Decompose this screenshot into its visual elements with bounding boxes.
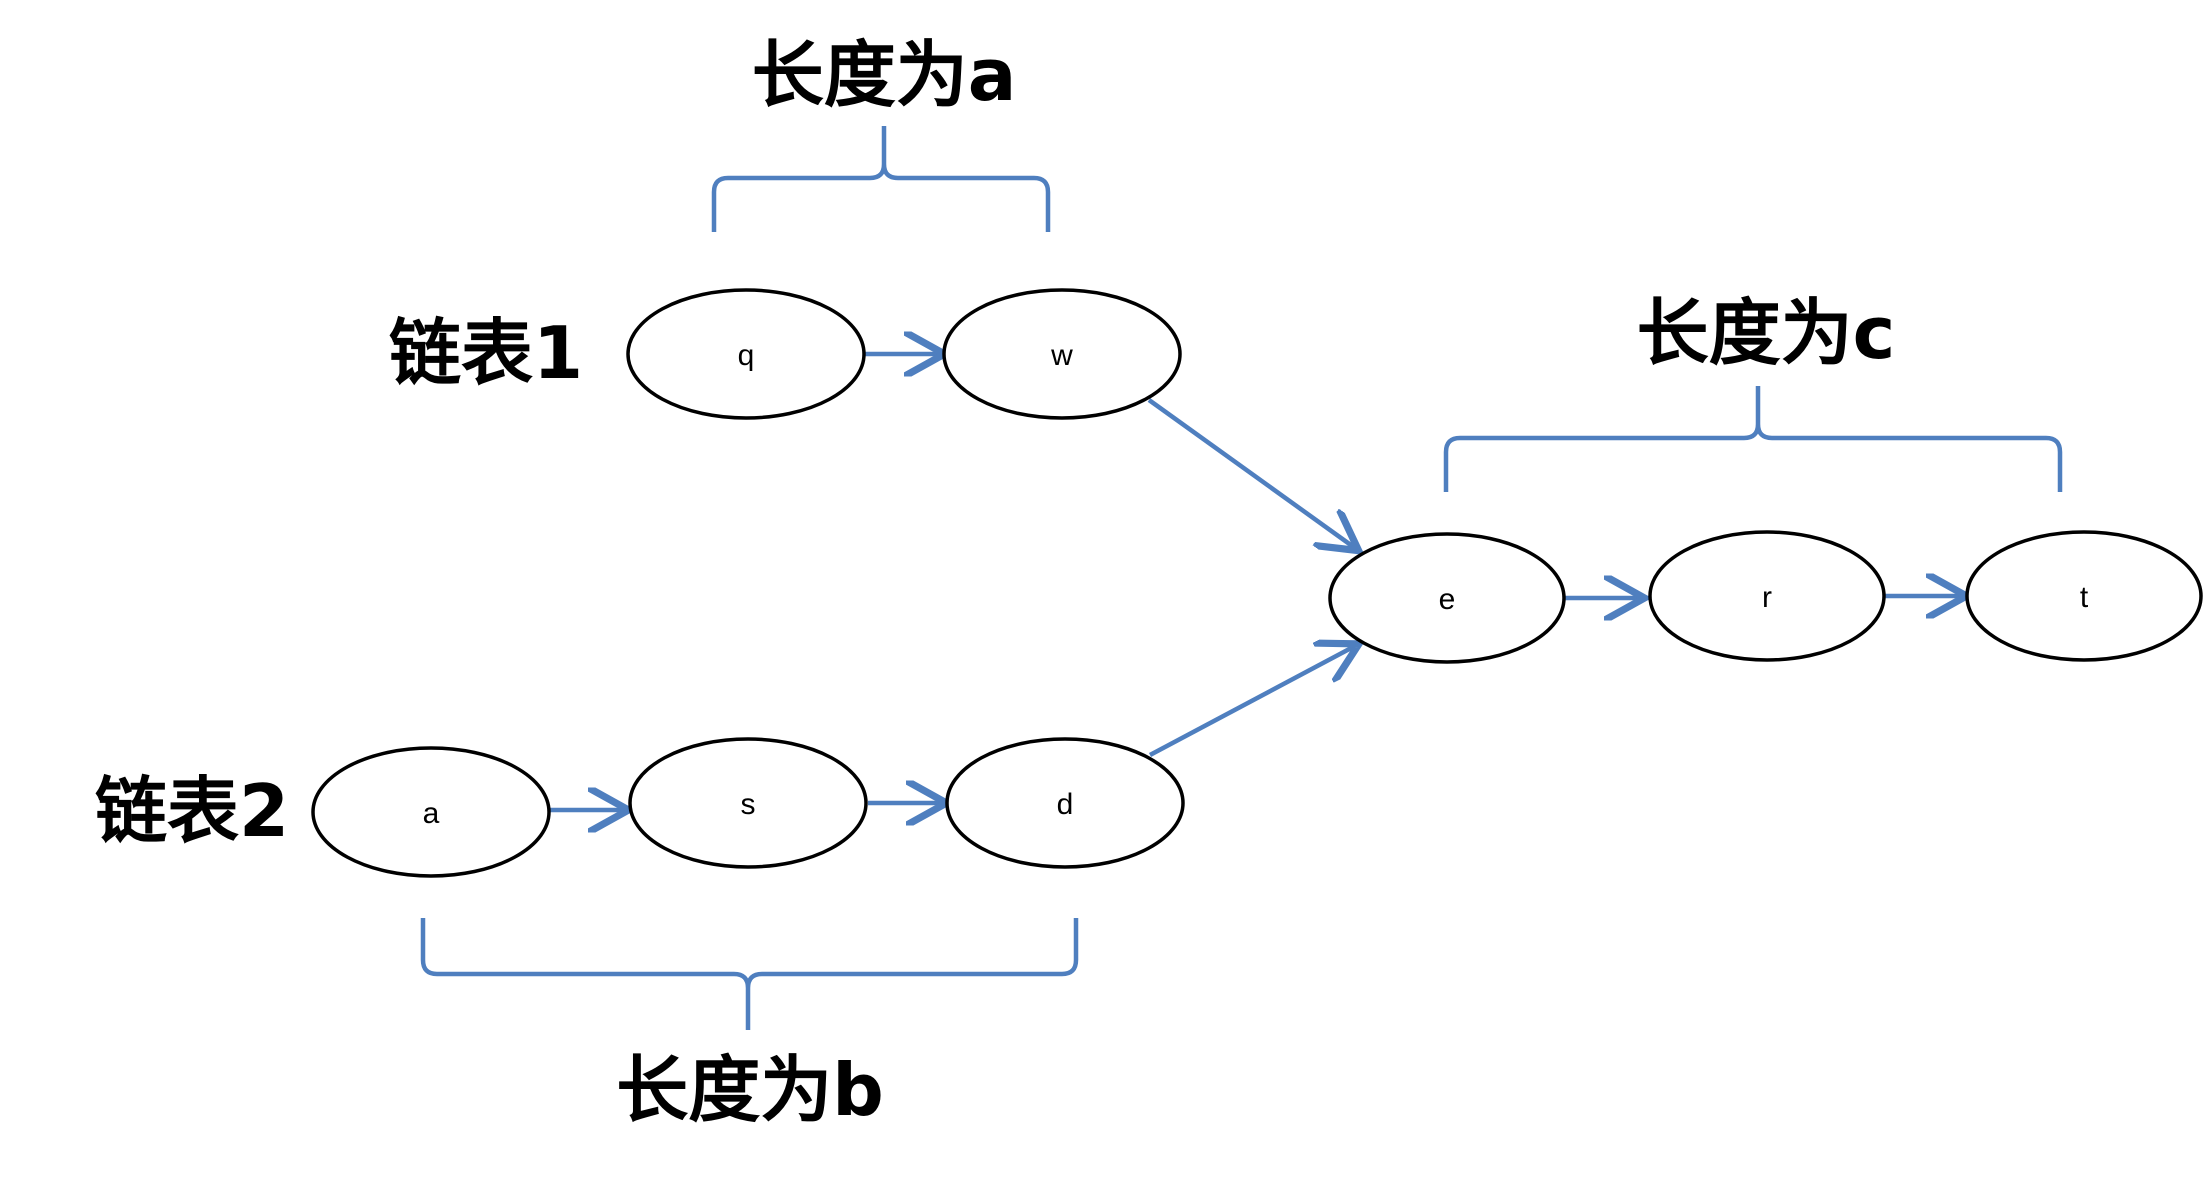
brace-b-label: 长度为b [616,1048,884,1132]
svg-text:r: r [1762,581,1772,614]
svg-text:d: d [1057,788,1074,821]
svg-text:s: s [741,788,756,821]
svg-text:w: w [1050,339,1073,372]
svg-text:t: t [2080,581,2089,614]
node-a: a [311,746,551,878]
brace-c-label: 长度为c [1637,291,1896,375]
list2-label: 链表2 [95,769,289,853]
node-t: t [1965,530,2203,662]
brace-a [711,126,1051,232]
brace-b [420,918,1079,1030]
node-s: s [628,737,868,869]
edge-d-e [1148,646,1355,757]
node-e: e [1328,532,1566,664]
node-r: r [1648,530,1886,662]
edge-w-e [1147,398,1355,548]
brace-a-label: 长度为a [752,33,1017,117]
node-d: d [945,737,1185,869]
svg-text:e: e [1439,583,1456,616]
svg-text:a: a [423,797,440,830]
node-q: q [626,288,866,420]
list1-label: 链表1 [389,311,583,395]
brace-c [1443,386,2063,492]
node-w: w [942,288,1182,420]
svg-text:q: q [738,339,755,372]
